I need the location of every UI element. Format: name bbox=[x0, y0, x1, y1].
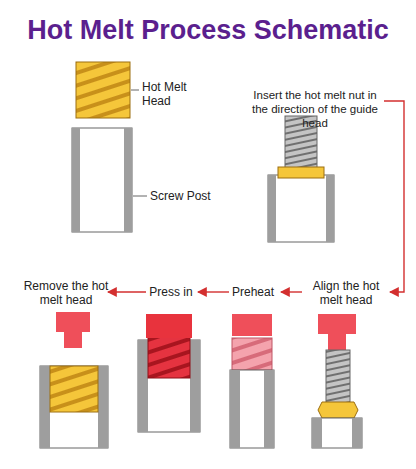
brass-insert bbox=[76, 62, 130, 118]
step-label: Insert the hot melt nut in the direction… bbox=[248, 88, 382, 130]
post-wall bbox=[352, 418, 362, 448]
warm-insert bbox=[232, 338, 272, 370]
step-label: Press in bbox=[142, 285, 200, 299]
threaded-bolt bbox=[326, 350, 350, 404]
step-arrow bbox=[198, 291, 229, 292]
step-arrow bbox=[281, 291, 302, 292]
heat-head bbox=[146, 314, 192, 338]
post-wall bbox=[72, 128, 80, 232]
screw-post bbox=[268, 175, 334, 242]
post-wall bbox=[264, 370, 274, 448]
screw-post bbox=[40, 366, 108, 448]
post-wall bbox=[124, 128, 132, 232]
part-label: Screw Post bbox=[150, 189, 240, 203]
post-wall bbox=[326, 175, 334, 242]
part-label: Hot Melt Head bbox=[142, 80, 214, 108]
step-label: Remove the hot melt head bbox=[22, 279, 110, 307]
post-wall bbox=[40, 366, 50, 448]
heat-head bbox=[232, 314, 272, 336]
brass-insert bbox=[50, 366, 98, 412]
heat-head bbox=[318, 314, 356, 334]
screw-post bbox=[312, 418, 362, 448]
heat-head-tip bbox=[64, 332, 82, 348]
leader-line bbox=[133, 196, 147, 197]
screw-post bbox=[72, 128, 132, 232]
heat-head-tip bbox=[328, 334, 346, 350]
step-label: Align the hot melt head bbox=[300, 279, 392, 307]
nut-collar bbox=[278, 167, 324, 178]
post-wall bbox=[230, 370, 240, 448]
diagram-title: Hot Melt Process Schematic bbox=[0, 14, 416, 46]
step-label: Preheat bbox=[228, 285, 278, 299]
post-wall bbox=[312, 418, 322, 448]
step-arrow bbox=[108, 291, 146, 292]
post-wall bbox=[190, 340, 200, 432]
post-wall bbox=[268, 175, 276, 242]
step-arrow bbox=[384, 101, 404, 292]
post-wall bbox=[98, 366, 108, 448]
post-wall bbox=[138, 340, 148, 432]
leader-line bbox=[131, 90, 139, 91]
hex-nut bbox=[318, 402, 358, 418]
heat-head bbox=[56, 312, 90, 332]
heated-insert bbox=[148, 336, 190, 378]
screw-post bbox=[230, 370, 274, 448]
